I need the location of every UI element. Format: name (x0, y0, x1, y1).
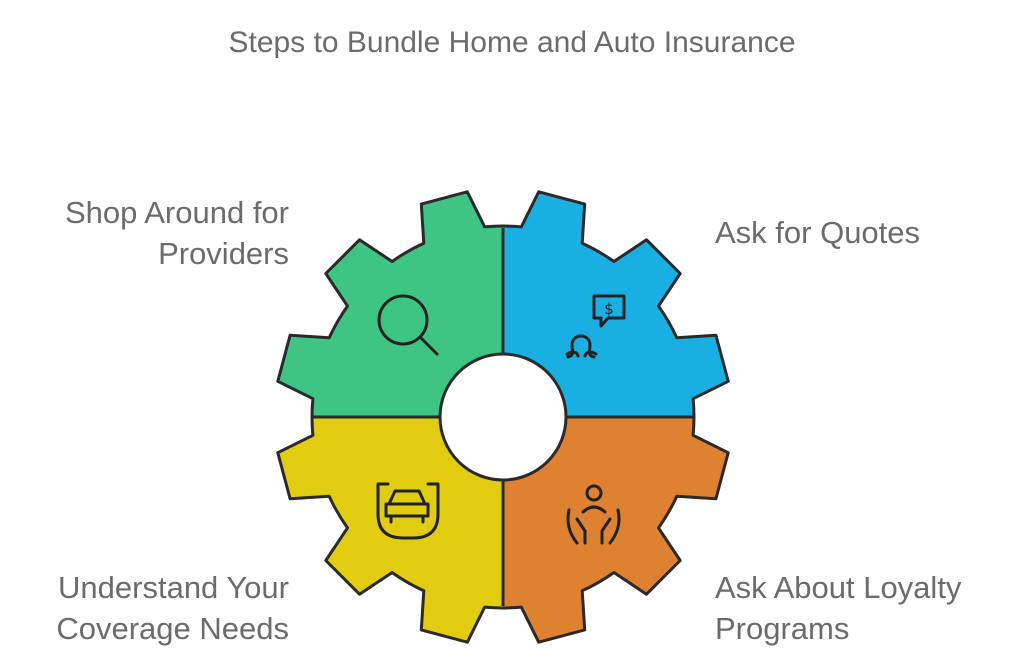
label-shop-around: Shop Around for Providers (65, 192, 289, 274)
gear-segment-shop (277, 191, 503, 417)
magnifier-icon (377, 294, 439, 356)
label-line: Shop Around for (64, 195, 289, 230)
label-line: Ask for Quotes (715, 215, 921, 250)
gear-segment-loyalty (503, 417, 729, 643)
diagram-title: Steps to Bundle Home and Auto Insurance (228, 26, 796, 59)
label-loyalty: Ask About Loyalty Programs (715, 567, 961, 649)
hands-person-icon (566, 484, 621, 545)
svg-text:$: $ (604, 300, 614, 318)
gear-hole (438, 352, 568, 482)
label-line: Programs (715, 611, 850, 646)
gear-segment-coverage (277, 417, 503, 643)
label-line: Coverage Needs (56, 611, 289, 646)
person-dollar-speech-icon: $ (565, 294, 626, 359)
label-line: Ask About Loyalty (715, 570, 962, 605)
label-line: Providers (158, 236, 289, 271)
label-understand-coverage: Understand Your Coverage Needs (56, 567, 289, 649)
gear-segment-quotes (503, 191, 729, 417)
label-ask-quotes: Ask for Quotes (715, 212, 920, 253)
car-shield-icon (376, 482, 440, 540)
label-line: Understand Your (58, 570, 289, 605)
gear-outline (276, 190, 730, 644)
